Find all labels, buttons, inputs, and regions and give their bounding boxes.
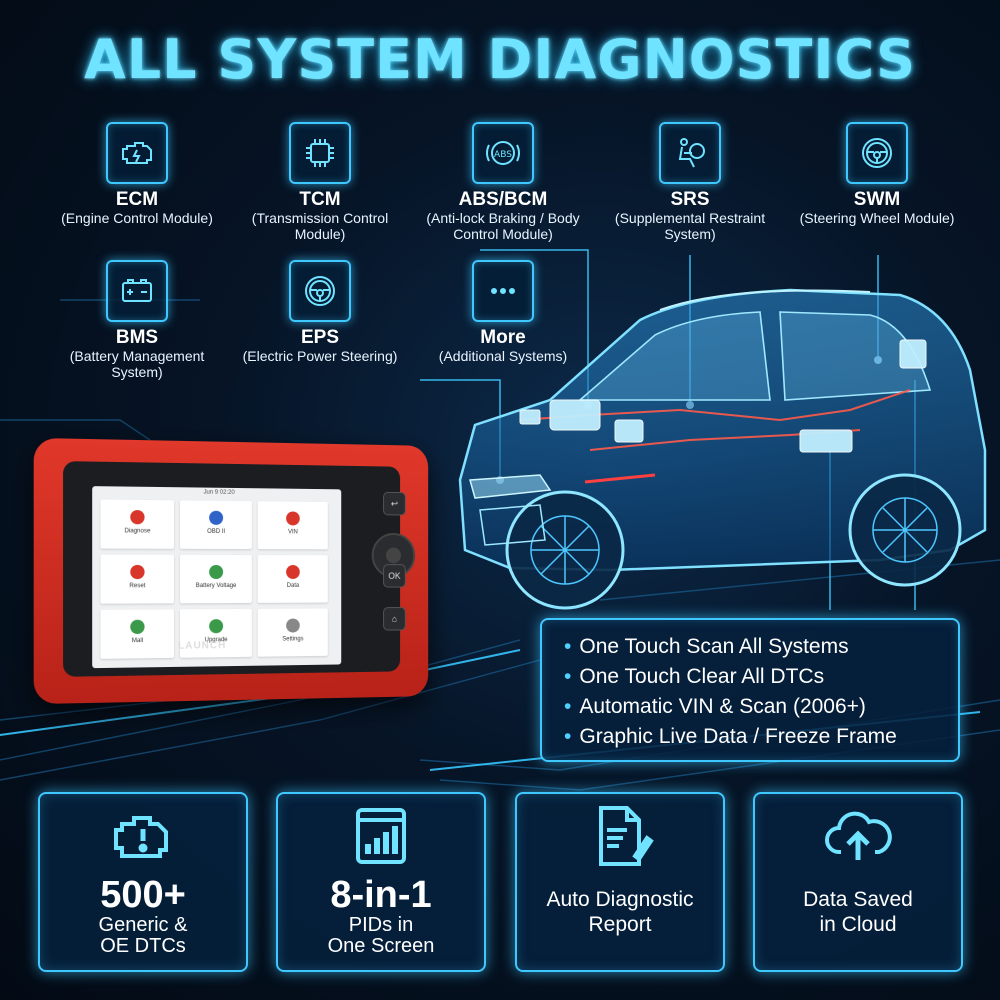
diagnose-icon — [130, 510, 145, 525]
card-pids: 8-in-1 PIDs in One Screen — [276, 792, 486, 972]
feature-item: •Graphic Live Data / Freeze Frame — [564, 725, 897, 748]
tile-diagnose[interactable]: Diagnose — [100, 499, 174, 549]
system-ecm: ECM (Engine Control Module) — [52, 122, 222, 226]
bar-chart-icon — [356, 808, 406, 864]
tile-vin[interactable]: VIN — [257, 501, 328, 550]
system-swm: SWM (Steering Wheel Module) — [792, 122, 962, 226]
cloud-upload-icon — [825, 811, 892, 860]
check-engine-icon — [114, 816, 168, 858]
car-wireframe-illustration — [458, 288, 987, 610]
svg-text:ABS: ABS — [494, 150, 512, 160]
scanner-brand: LAUNCH — [178, 640, 227, 652]
tile-data[interactable]: Data — [257, 555, 328, 603]
steering-wheel-icon — [846, 122, 908, 184]
tile-settings[interactable]: Settings — [257, 608, 328, 657]
system-tcm: TCM (Transmission Control Module) — [235, 122, 405, 242]
report-icon — [599, 806, 654, 866]
tile-obd2[interactable]: OBD II — [180, 500, 252, 550]
feature-item: •Automatic VIN & Scan (2006+) — [564, 695, 866, 718]
battery-icon — [106, 260, 168, 322]
tile-battery-voltage[interactable]: Battery Voltage — [180, 554, 252, 604]
abs-icon: ABS — [472, 122, 534, 184]
chip-icon — [289, 122, 351, 184]
engine-icon — [106, 122, 168, 184]
data-icon — [286, 565, 300, 579]
tile-mall[interactable]: Mall — [100, 609, 174, 659]
system-abs-bcm: ABS ABS/BCM (Anti-lock Braking / Body Co… — [418, 122, 588, 242]
system-bms: BMS (Battery Management System) — [52, 260, 222, 380]
battery-icon — [209, 564, 224, 580]
scanner-device: Jun 9 02:20 Diagnose OBD II VIN Reset Ba… — [33, 437, 429, 705]
steering-wheel-icon — [289, 260, 351, 322]
airbag-icon — [659, 122, 721, 184]
feature-item: •One Touch Scan All Systems — [564, 635, 849, 658]
system-more: More (Additional Systems) — [418, 260, 588, 364]
card-report: Auto Diagnostic Report — [515, 792, 725, 972]
card-dtcs: 500+ Generic & OE DTCs — [38, 792, 248, 972]
reset-icon — [130, 564, 145, 580]
shop-icon — [130, 619, 145, 635]
page-title: ALL SYSTEM DIAGNOSTICS — [83, 28, 917, 91]
feature-item: •One Touch Clear All DTCs — [564, 665, 825, 688]
features-panel: •One Touch Scan All Systems •One Touch C… — [540, 618, 960, 762]
ok-button[interactable]: OK — [383, 564, 406, 588]
system-srs: SRS (Supplemental Restraint System) — [605, 122, 775, 242]
download-icon — [209, 619, 224, 634]
gear-icon — [286, 618, 300, 633]
vin-icon — [286, 511, 300, 526]
dpad-center[interactable] — [385, 547, 402, 564]
system-eps: EPS (Electric Power Steering) — [235, 260, 405, 364]
obd-icon — [209, 510, 224, 525]
card-cloud: Data Saved in Cloud — [753, 792, 963, 972]
tile-reset[interactable]: Reset — [100, 554, 174, 604]
more-icon — [472, 260, 534, 322]
back-button[interactable]: ↩ — [383, 491, 406, 516]
home-button[interactable]: ⌂ — [383, 607, 406, 631]
